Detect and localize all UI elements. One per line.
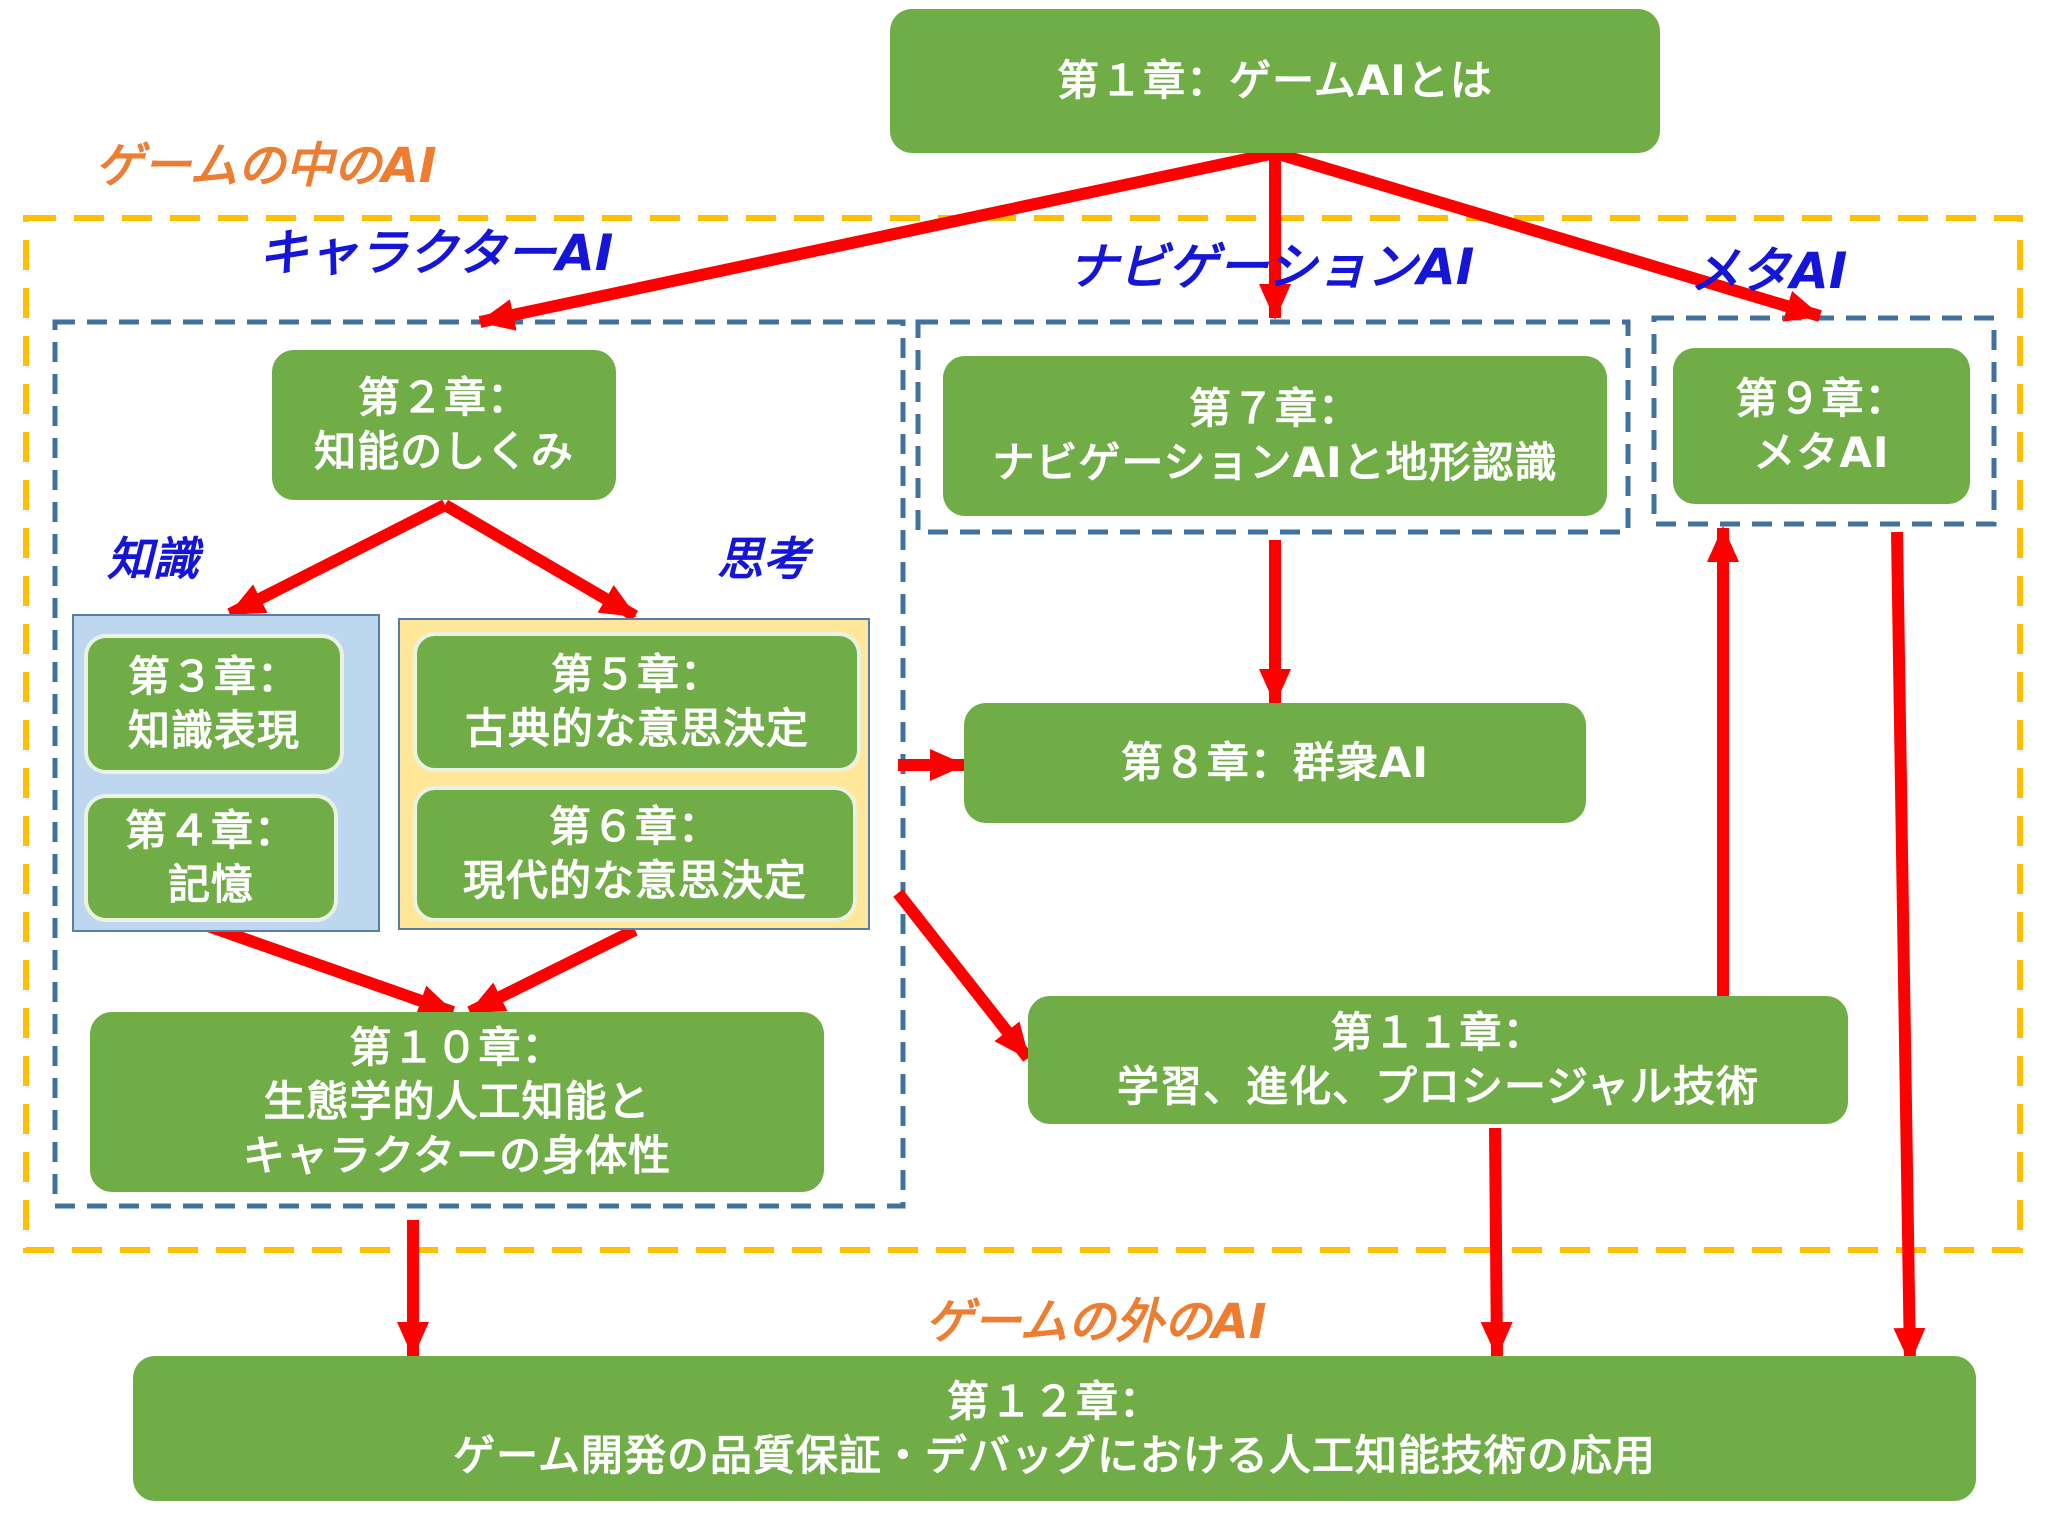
chapter-1-box: 第１章：ゲームAIとは	[890, 9, 1660, 153]
chapter-12-line-2: ゲーム開発の品質保証・デバッグにおける人工知能技術の応用	[453, 1430, 1656, 1480]
knowledge-label: 知識	[107, 532, 199, 586]
arrow-ch4-to-ch10	[203, 919, 455, 1018]
chapter-12-box: 第１２章： ゲーム開発の品質保証・デバッグにおける人工知能技術の応用	[133, 1356, 1976, 1501]
navigation-ai-label: ナビゲーションAI	[1068, 238, 1475, 296]
chapter-6-line-2: 現代的な意思決定	[462, 856, 807, 905]
arrow-ch11-to-ch12	[1480, 1127, 1513, 1358]
chapter-5-box: 第５章： 古典的な意思決定	[413, 632, 861, 772]
chapter-3-line-1: 第３章：	[127, 652, 300, 701]
chapter-2-box: 第２章： 知能のしくみ	[272, 350, 616, 500]
meta-ai-frame	[1651, 315, 1997, 527]
chapter-12-line-1: 第１２章：	[946, 1376, 1162, 1426]
chapter-1-line-1: 第１章：ゲームAIとは	[1057, 56, 1493, 105]
arrow-ch2-to-ch5	[441, 499, 639, 622]
chapter-10-line-2: 生態学的人工知能と	[263, 1077, 651, 1126]
character-ai-label: キャラクターAI	[258, 224, 614, 282]
chapter-7-line-1: 第７章：	[1188, 384, 1361, 433]
chapter-2-line-1: 第２章：	[357, 373, 530, 422]
out-game-ai-label: ゲームの外のAI	[925, 1294, 1267, 1350]
chapter-5-line-1: 第５章：	[550, 650, 723, 699]
meta-ai-label: メタAI	[1690, 242, 1848, 300]
chapter-6-box: 第６章： 現代的な意思決定	[413, 786, 857, 922]
chapter-4-line-1: 第４章：	[124, 806, 297, 855]
arrow-ch6-to-ch10	[467, 924, 638, 1018]
in-game-ai-frame	[23, 215, 2023, 1253]
chapter-4-box: 第４章： 記憶	[84, 794, 338, 922]
chapter-11-line-2: 学習、進化、プロシージャル技術	[1116, 1062, 1760, 1111]
chapter-5-line-2: 古典的な意思決定	[464, 704, 809, 753]
chapter-4-line-2: 記憶	[167, 860, 254, 909]
chapter-10-box: 第１０章： 生態学的人工知能と キャラクターの身体性	[90, 1012, 824, 1192]
chapter-3-line-2: 知識表現	[127, 706, 300, 755]
chapter-6-line-1: 第６章：	[548, 802, 721, 851]
chapter-8-line-1: 第８章：群衆AI	[1120, 738, 1430, 787]
chapter-11-line-1: 第１１章：	[1330, 1008, 1546, 1057]
in-game-ai-label: ゲームの中のAI	[95, 138, 437, 194]
chapter-3-box: 第３章： 知識表現	[84, 634, 344, 774]
chapter-9-line-1: 第９章：	[1735, 374, 1908, 423]
chapter-10-line-3: キャラクターの身体性	[242, 1131, 672, 1180]
navigation-ai-frame	[915, 319, 1631, 535]
thinking-label: 思考	[717, 532, 809, 586]
chapter-7-box: 第７章： ナビゲーションAIと地形認識	[943, 356, 1607, 516]
arrow-ch2-to-ch3	[227, 499, 448, 620]
chapter-11-box: 第１１章： 学習、進化、プロシージャル技術	[1028, 996, 1848, 1124]
chapter-8-box: 第８章：群衆AI	[964, 703, 1586, 823]
chapter-10-line-1: 第１０章：	[349, 1023, 565, 1072]
arrow-ch1-to-meta	[1273, 147, 1822, 322]
chapter-2-line-2: 知能のしくみ	[314, 427, 574, 476]
chapter-9-line-2: メタAI	[1753, 428, 1890, 477]
chapter-9-box: 第９章： メタAI	[1673, 348, 1970, 504]
chapter-7-line-2: ナビゲーションAIと地形認識	[992, 438, 1558, 487]
arrow-character-to-ch11	[893, 889, 1033, 1062]
arrow-ch9-to-ch12	[1891, 531, 1926, 1364]
arrow-ch1-to-character	[478, 147, 1277, 331]
